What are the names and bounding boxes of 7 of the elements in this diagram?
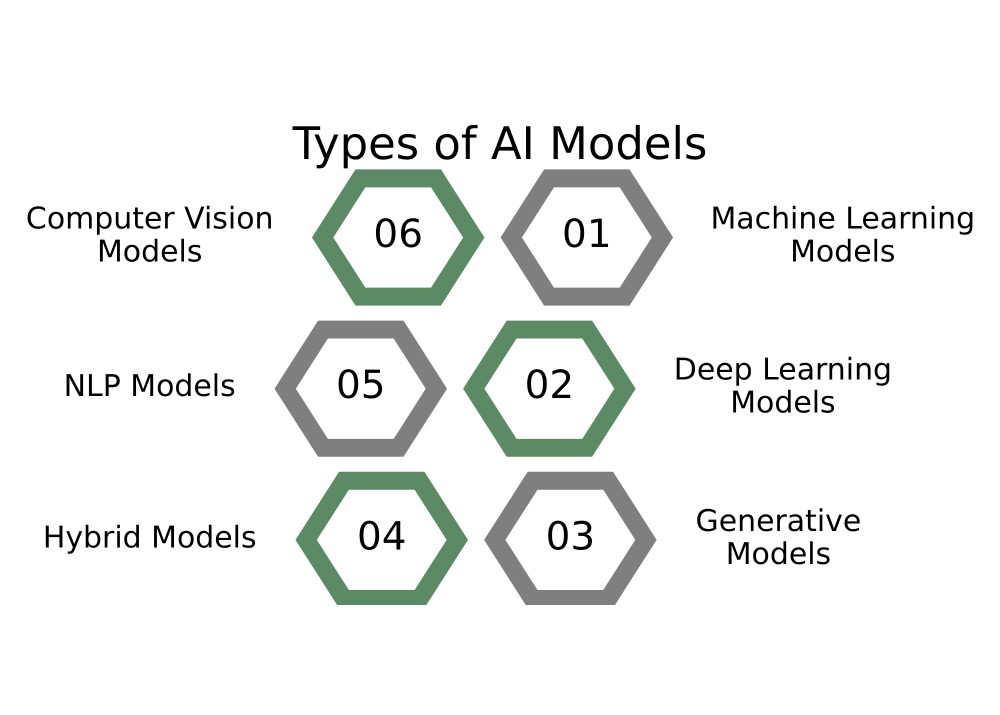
node-label: Deep Learning Models <box>674 352 892 420</box>
node-label: Computer Vision Models <box>26 201 274 269</box>
diagram-title: Types of AI Models <box>292 116 708 170</box>
node-label: Hybrid Models <box>42 520 257 555</box>
node-label: Machine Learning Models <box>710 201 976 269</box>
node-label: Generative Models <box>696 503 862 572</box>
node-label: NLP Models <box>64 368 236 404</box>
